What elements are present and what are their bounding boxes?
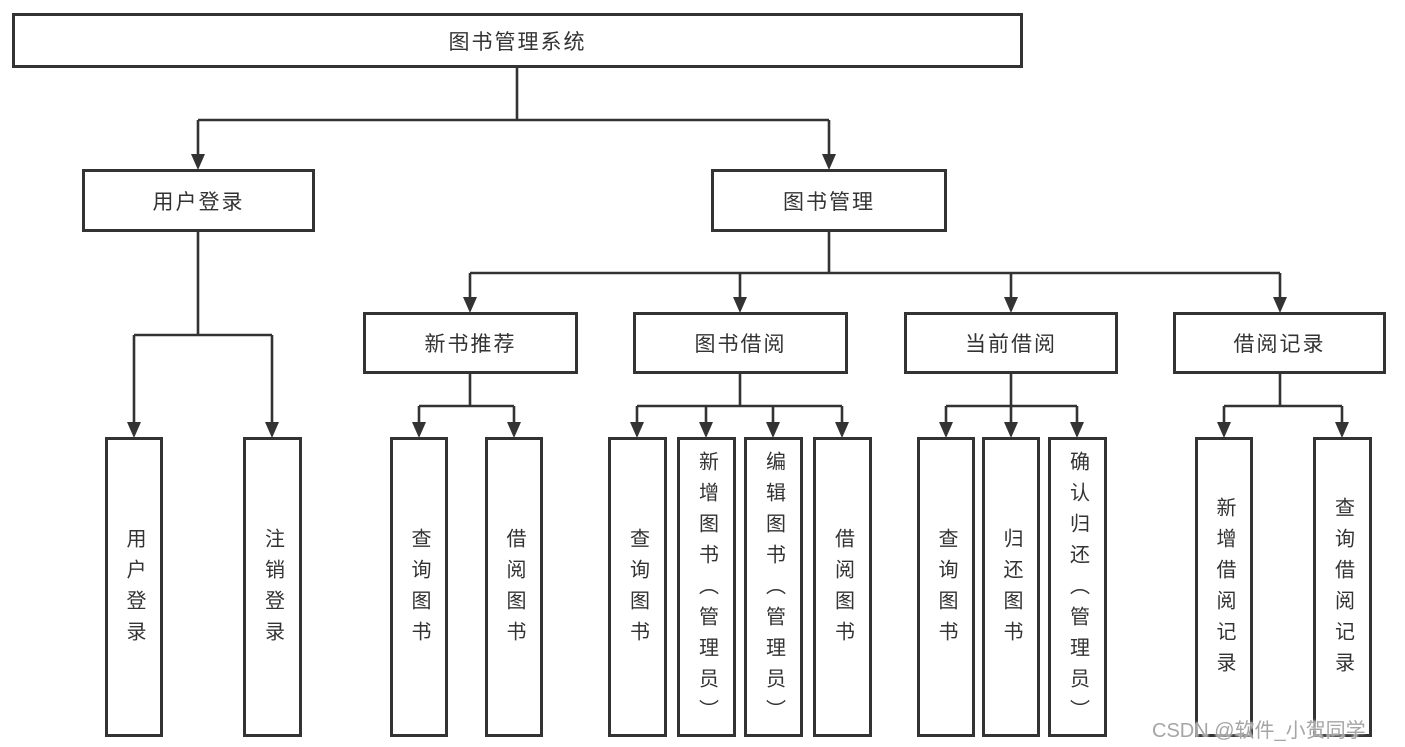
leaf-borrow-books: 借阅图书 [813, 437, 872, 737]
node-book-borrow: 图书借阅 [633, 312, 848, 374]
leaf-query-borrow-record: 查询借阅记录 [1313, 437, 1372, 737]
connector-line-path [132, 68, 1344, 424]
leaf-user-login: 用户登录 [105, 437, 163, 737]
leaf-confirm-return-admin: 确认归还（管理员） [1048, 437, 1107, 737]
node-book-management: 图书管理 [711, 169, 947, 232]
node-borrow-records: 借阅记录 [1173, 312, 1386, 374]
leaf-query-books-recommend: 查询图书 [390, 437, 448, 737]
node-current-borrow: 当前借阅 [904, 312, 1118, 374]
node-new-book-recommend: 新书推荐 [363, 312, 578, 374]
leaf-query-books-current: 查询图书 [917, 437, 975, 737]
node-library-system: 图书管理系统 [12, 13, 1023, 68]
leaf-edit-books-admin: 编辑图书（管理员） [744, 437, 803, 737]
leaf-query-books-borrow: 查询图书 [608, 437, 667, 737]
node-user-login: 用户登录 [82, 169, 315, 232]
leaf-borrow-books-recommend: 借阅图书 [485, 437, 543, 737]
leaf-add-books-admin: 新增图书（管理员） [677, 437, 736, 737]
leaf-return-books: 归还图书 [982, 437, 1040, 737]
arrowheads [127, 154, 1349, 438]
leaf-logout: 注销登录 [243, 437, 302, 737]
watermark: CSDN @软件_小贺同学 [1152, 720, 1366, 742]
leaf-add-borrow-record: 新增借阅记录 [1195, 437, 1253, 737]
